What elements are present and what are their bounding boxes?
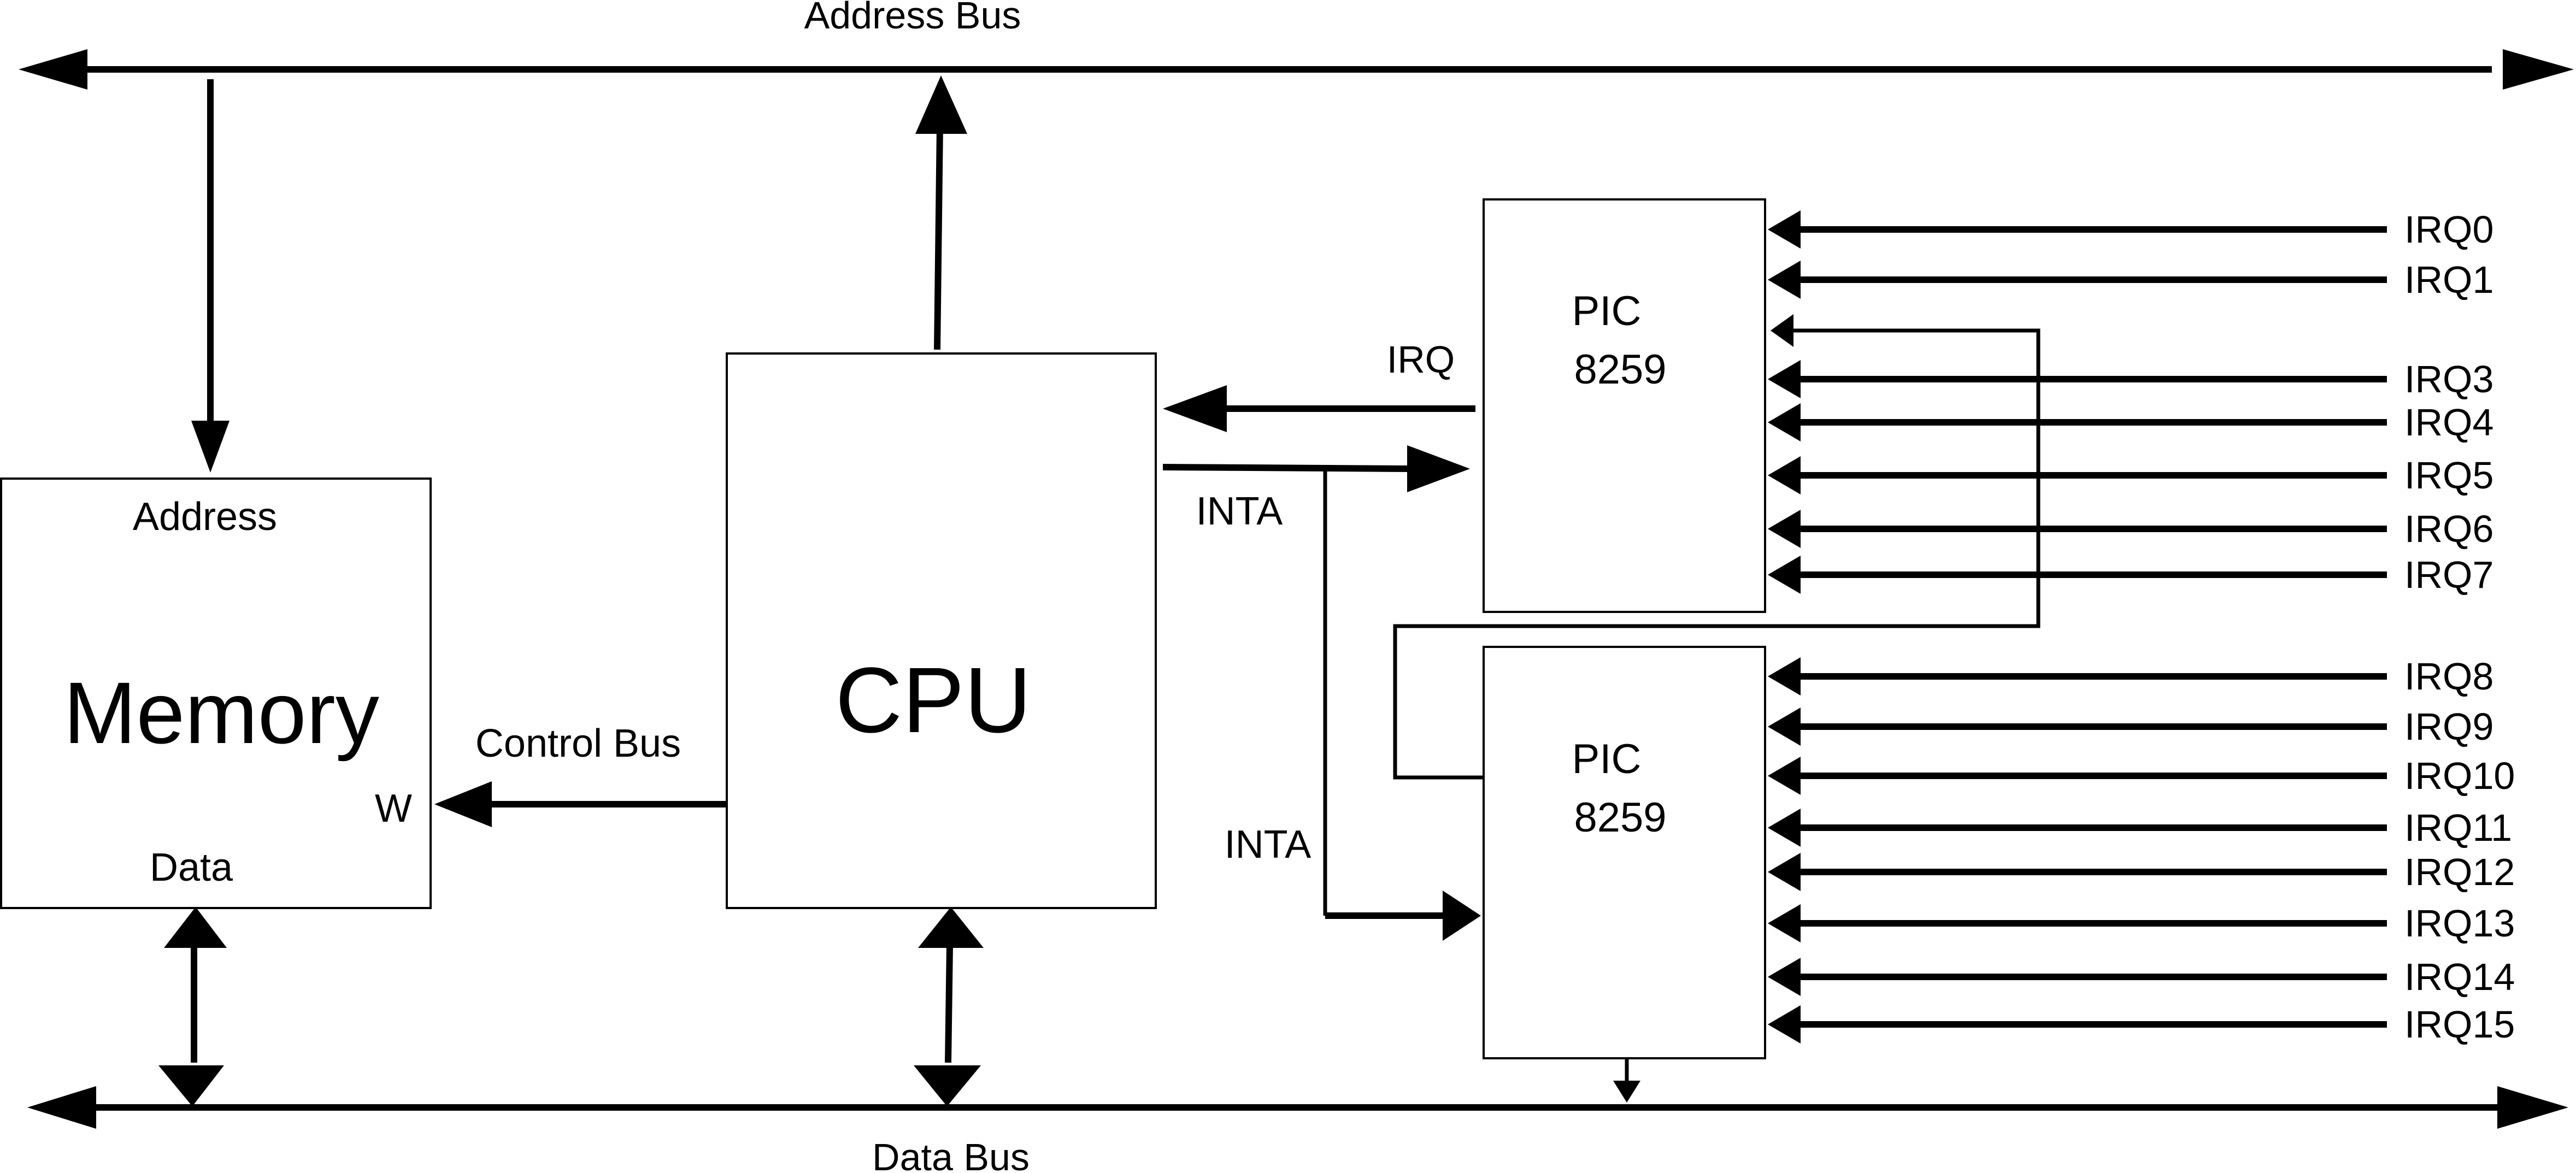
data-bus-left-arrowhead [27, 1086, 96, 1129]
irq-slave-arrowhead-1 [1768, 708, 1801, 746]
address-bus: Address Bus [19, 0, 2574, 90]
pic-master-block: PIC 8259 [1483, 198, 1766, 613]
irq-slave-label-6: IRQ14 [2404, 956, 2515, 998]
inta-to-master-arrow: INTA [1162, 445, 1470, 533]
irq-master-arrowhead-1 [1768, 261, 1801, 299]
data-bus: Data Bus [27, 1086, 2568, 1173]
irq-slave-arrowhead-7 [1768, 1005, 1801, 1044]
irq-slave-arrowhead-0 [1768, 657, 1801, 695]
pic-slave-box [1483, 646, 1766, 1059]
memory-box [0, 478, 432, 909]
pic-slave-block: PIC 8259 [1483, 646, 1766, 1059]
irq-slave-arrowhead-3 [1768, 809, 1801, 847]
pic-slave-to-data-bus-arrow [1613, 1058, 1640, 1103]
inta-to-slave-arrow: INTA [1225, 469, 1481, 941]
pic-slave-name: PIC [1572, 736, 1642, 782]
cascade-line [1393, 314, 2040, 780]
data-bus-right-arrowhead [2497, 1086, 2568, 1129]
control-bus-label: Control Bus [475, 722, 681, 765]
irq-slave-label-0: IRQ8 [2404, 655, 2493, 698]
memory-data-port-label: Data [150, 846, 233, 889]
cpu-block: CPU [726, 352, 1157, 909]
irq-master-label-5: IRQ6 [2404, 508, 2493, 550]
irq-master-label-6: IRQ7 [2404, 553, 2493, 596]
pic-master-name: PIC [1572, 288, 1642, 334]
pic-master-box [1483, 198, 1766, 613]
address-bus-label: Address Bus [804, 0, 1021, 37]
irq-slave-label-3: IRQ11 [2404, 806, 2512, 849]
memory-address-port-label: Address [133, 495, 277, 539]
irq-slave-arrowhead-5 [1768, 904, 1801, 942]
irq-master-arrowhead-4 [1768, 456, 1801, 494]
irq-slave-label-2: IRQ10 [2404, 755, 2515, 797]
cpu-box [726, 352, 1157, 909]
inta-master-label: INTA [1196, 490, 1283, 533]
irq-master-arrowhead-3 [1768, 403, 1801, 441]
memory-data-arrow [158, 907, 227, 1106]
irq-master-label-1: IRQ1 [2404, 258, 2493, 301]
address-bus-left-arrowhead [19, 49, 87, 90]
data-bus-label: Data Bus [872, 1136, 1030, 1173]
cpu-title: CPU [836, 649, 1032, 752]
cpu-to-address-arrow [915, 75, 967, 350]
memory-title: Memory [63, 664, 379, 762]
irq-master-label-4: IRQ5 [2404, 454, 2493, 497]
memory-block: Address Memory W Data [0, 478, 432, 909]
irq-master-label-2: IRQ3 [2404, 358, 2493, 400]
irq-slave-label-7: IRQ15 [2404, 1003, 2515, 1046]
irq-master-label-3: IRQ4 [2404, 401, 2493, 444]
irq-slave-label-5: IRQ13 [2404, 902, 2515, 945]
address-bus-right-arrowhead [2503, 49, 2574, 90]
irq-master-arrowhead-5 [1768, 510, 1801, 548]
irq-slave-arrowhead-2 [1768, 757, 1801, 795]
pic-master-model: 8259 [1574, 346, 1666, 393]
memory-write-port-label: W [375, 787, 412, 830]
irq-slave-arrowhead-4 [1768, 853, 1801, 891]
irq-to-cpu-arrow: IRQ [1163, 338, 1475, 432]
irq-master-arrowhead-6 [1768, 556, 1801, 594]
inta-slave-label: INTA [1225, 823, 1311, 867]
irq-master-label-0: IRQ0 [2404, 208, 2493, 251]
cpu-data-arrow [914, 907, 984, 1106]
irq-slave-label-1: IRQ9 [2404, 705, 2493, 748]
control-bus-arrow: Control Bus [434, 722, 726, 827]
irq-slave-label-4: IRQ12 [2404, 851, 2515, 893]
irq-master-arrowhead-0 [1768, 210, 1801, 249]
irq-slave-arrowhead-6 [1768, 958, 1801, 996]
irq-master-arrowhead-2 [1768, 360, 1801, 398]
address-to-memory-arrow [191, 79, 230, 473]
pic-slave-model: 8259 [1574, 794, 1666, 841]
irq-signal-label: IRQ [1387, 338, 1455, 381]
